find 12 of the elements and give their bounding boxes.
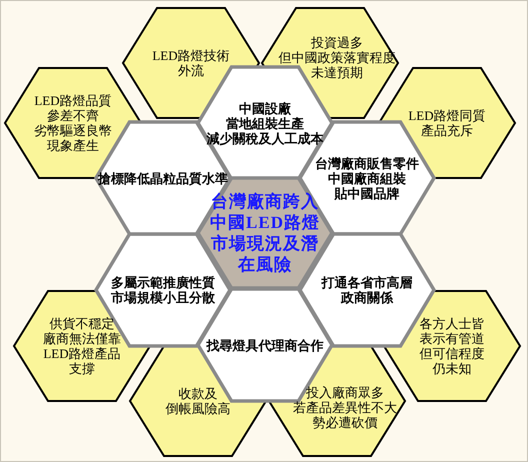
hexagon-text: 供貨不穩定廠商無法僅靠LED路燈產品支撐 (43, 316, 121, 376)
hexagon-text: LED路燈品質參差不齊劣幣驅逐良幣現象產生 (34, 93, 112, 153)
hexagon-text: 投入廠商眾多若產品差異性不大勢必遭砍價 (293, 384, 397, 430)
hexagon-text: LED路燈同質產品充斥 (408, 108, 486, 138)
hexagon-text: 各方人士皆表示有管道但可信程度仍未知 (420, 316, 484, 376)
hexagon-text: LED路燈技術外流 (152, 48, 230, 78)
hexagon-text: 多屬示範推廣性質市場規模小且分散 (111, 275, 215, 305)
hexagon-text: 搶標降低晶粒品質水準 (98, 170, 228, 186)
hexagon-text: 找尋燈具代理商合作 (206, 338, 324, 352)
hexagon-text: 收款及倒帳風險高 (166, 386, 230, 416)
hexagon-text: 中國設廠當地組裝生產減少關稅及人工成本 (206, 100, 324, 146)
hexagon-text: 打通各省市高層政商關係 (322, 275, 412, 305)
